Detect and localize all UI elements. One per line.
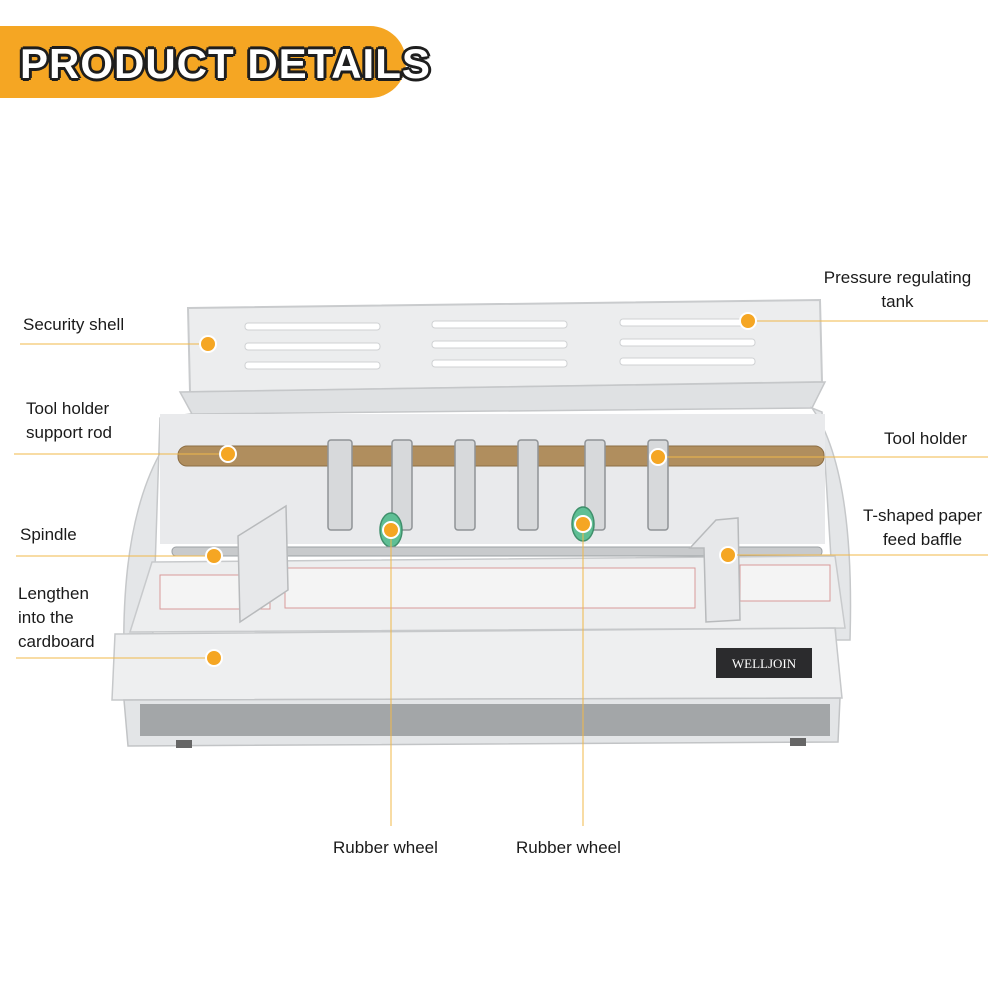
- label-support-rod: Tool holder support rod: [26, 397, 112, 445]
- support-rod: [177, 445, 825, 467]
- label-rubber-wheel-right: Rubber wheel: [516, 838, 621, 857]
- security-shell-panel: [178, 298, 827, 415]
- label-spindle: Spindle: [20, 525, 77, 544]
- brand-plate-text: WELLJOIN: [732, 656, 797, 671]
- banner-background: [0, 26, 406, 98]
- right-feed-baffle: [688, 517, 741, 623]
- label-feed-baffle: T-shaped paper feed baffle: [850, 504, 995, 552]
- label-pressure-tank-line1: Pressure regulating: [823, 268, 972, 287]
- callout-lines: [14, 320, 988, 826]
- label-lengthen-line2: into the: [18, 608, 74, 627]
- label-security-shell: Security shell: [23, 315, 125, 334]
- label-feed-baffle-line1: T-shaped paper: [862, 506, 983, 525]
- left-feed-guide: [237, 504, 289, 624]
- spindle-bar: [171, 546, 823, 557]
- label-pressure-tank-line2: tank: [881, 292, 914, 311]
- base-opening: [140, 704, 830, 736]
- rulers: [159, 564, 831, 610]
- label-support-rod-line1: Tool holder: [26, 399, 110, 418]
- lower-tray: [111, 627, 843, 701]
- page-title: PRODUCT DETAILS: [20, 40, 431, 87]
- label-feed-baffle-line2: feed baffle: [882, 530, 963, 549]
- label-tool-holder: Tool holder: [884, 429, 968, 448]
- label-support-rod-line2: support rod: [26, 423, 112, 442]
- label-pressure-tank: Pressure regulating tank: [800, 266, 995, 314]
- callout-dots: [199, 312, 757, 667]
- label-lengthen-line3: cardboard: [18, 632, 95, 651]
- label-rubber-wheel-left: Rubber wheel: [333, 838, 438, 857]
- brand-plate: [716, 648, 812, 678]
- label-lengthen-line1: Lengthen: [18, 584, 89, 603]
- label-lengthen: Lengthen into the cardboard: [18, 582, 95, 654]
